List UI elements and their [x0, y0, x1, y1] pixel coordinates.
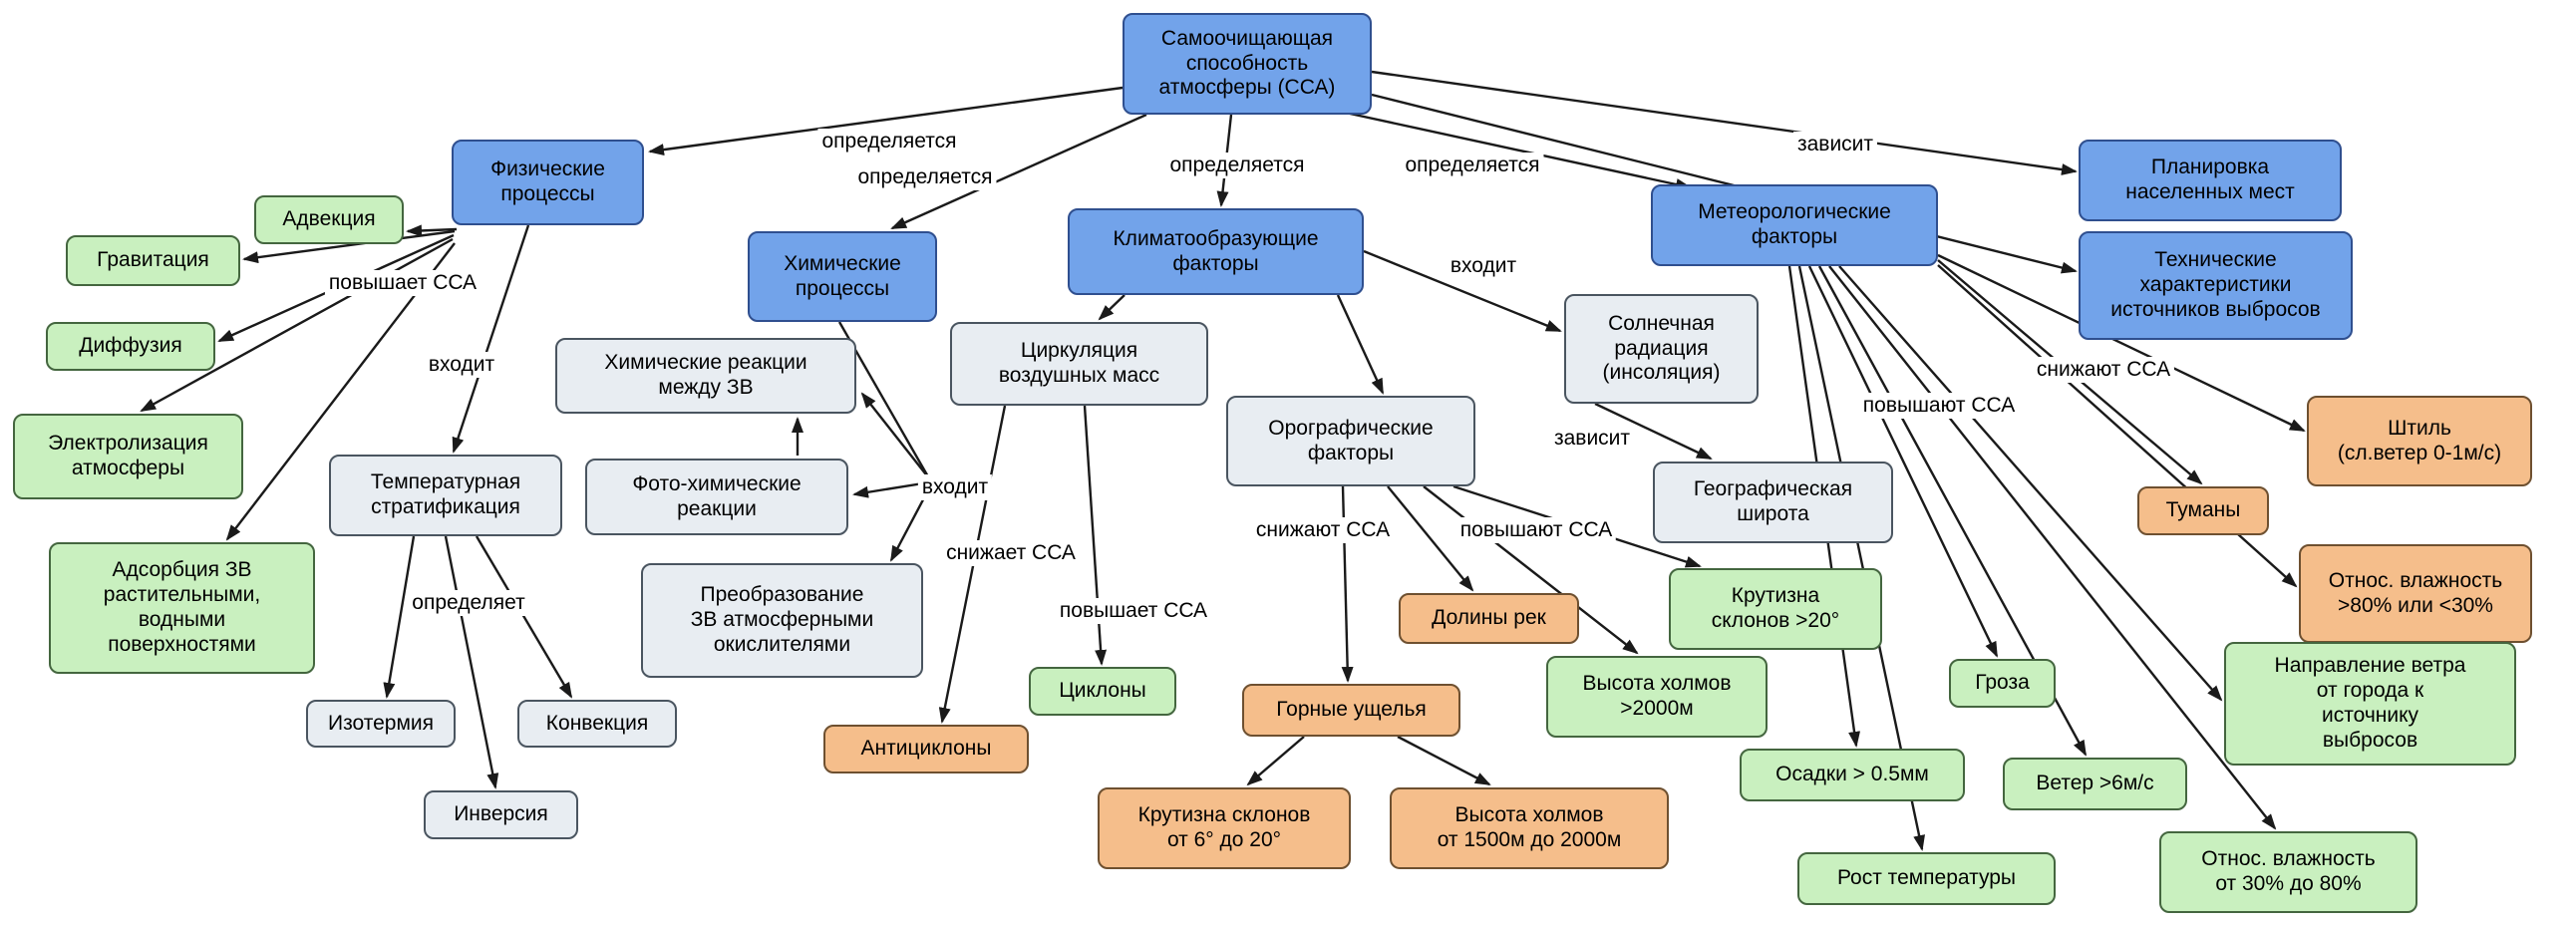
edge-label-opredelyaetsya-2: определяется	[853, 164, 997, 190]
node-temperaturnaya-stratifikaciya: Температурная стратификация	[329, 455, 562, 536]
node-ciklony: Циклоны	[1029, 667, 1176, 716]
node-elektrolizaciya: Электролизация атмосферы	[13, 414, 243, 499]
node-orograficheskie-faktory: Орографические факторы	[1226, 396, 1475, 486]
node-adsorbciya-zv: Адсорбция ЗВ растительными, водными пове…	[49, 542, 315, 674]
edge-temperaturnaya-stratifikaciya--izotermiya	[383, 535, 416, 699]
edge-orograficheskie-faktory--doliny-rek	[1387, 485, 1474, 592]
node-krutizna-sklonov-6-20: Крутизна склонов от 6° до 20°	[1098, 787, 1351, 869]
node-diffuziya: Диффузия	[46, 322, 215, 371]
edge-root--fizicheskie-processy	[648, 86, 1124, 156]
edge-meteorologicheskie-faktory--shtil	[1937, 253, 2306, 433]
node-cirkulyaciya-vozdushnyh-mass: Циркуляция воздушных масс	[950, 322, 1208, 406]
node-rost-temperatury: Рост температуры	[1797, 852, 2056, 905]
edge-gornye-ushchelya--vysota-holmov-1500-2000	[1397, 735, 1491, 786]
node-gornye-ushchelya: Горные ущелья	[1242, 684, 1460, 737]
node-vlazhnost-30-80: Относ. влажность от 30% до 80%	[2159, 831, 2417, 913]
edge-root--tehnicheskie-harakteristiki	[1371, 93, 2078, 274]
node-solnechnaya-radiaciya: Солнечная радиация (инсоляция)	[1564, 294, 1759, 404]
edge-orograficheskie-faktory--vysota-holmov-2000	[1423, 485, 1639, 655]
node-tehnicheskie-harakteristiki: Технические характеристики источников вы…	[2079, 231, 2353, 340]
node-veter: Ветер >6м/с	[2003, 758, 2187, 810]
node-vysota-holmov-2000: Высота холмов >2000м	[1546, 656, 1768, 738]
node-him-reakcii-mezhdu-zv: Химические реакции между ЗВ	[555, 338, 856, 414]
edge-temperaturnaya-stratifikaciya--konvekciya	[475, 535, 573, 699]
edge-label-snizhayut-cca-oro: снижают ССА	[1251, 517, 1395, 543]
edge-orograficheskie-faktory--gornye-ushchelya	[1341, 485, 1354, 683]
edge-klimatoobrazuyushchie-faktory--solnechnaya-radiaciya	[1363, 249, 1562, 333]
node-meteorologicheskie-faktory: Метеорологические факторы	[1651, 184, 1938, 266]
edge-meteorologicheskie-faktory--napravlenie-vetra	[1838, 265, 2223, 702]
edge-label-povyshaet-cca-mid: повышает ССА	[1055, 598, 1212, 624]
edge-label-snizhaet-cca: снижает ССА	[942, 540, 1080, 566]
node-himicheskie-processy: Химические процессы	[748, 231, 937, 322]
node-konvekciya: Конвекция	[517, 700, 677, 748]
node-vysota-holmov-1500-2000: Высота холмов от 1500м до 2000м	[1390, 787, 1669, 869]
node-anticiklony: Антициклоны	[823, 725, 1029, 773]
edge-label-vhodit-left: входит	[424, 352, 499, 378]
edge-label-povyshayut-cca-oro: повышают ССА	[1455, 517, 1617, 543]
edge-solnechnaya-radiaciya--geograficheskaya-shirota	[1594, 402, 1713, 461]
edge-cirkulyaciya-vozdushnyh-mass--ciklony	[1083, 405, 1108, 666]
edge-label-povyshayut-cca-meteo: повышают ССА	[1858, 393, 2020, 419]
node-planirovka: Планировка населенных мест	[2079, 140, 2342, 221]
node-klimatoobrazuyushchie-faktory: Климатообразующие факторы	[1068, 208, 1364, 295]
edge-label-zavisit-2: зависит	[1549, 426, 1635, 452]
edge-label-opredelyaetsya-1: определяется	[817, 129, 961, 154]
node-preobrazovanie-zv: Преобразование ЗВ атмосферными окислител…	[641, 563, 923, 678]
edge-label-zavisit-1: зависит	[1792, 132, 1878, 157]
edge-klimatoobrazuyushchie-faktory--orograficheskie-faktory	[1336, 294, 1385, 395]
edge-label-opredelyaet: определяет	[408, 590, 529, 616]
node-geograficheskaya-shirota: Географическая широта	[1653, 462, 1893, 543]
node-root: Самоочищающая способность атмосферы (ССА…	[1123, 13, 1372, 115]
edge-junction-him--him-reakcii-mezhdu-zv	[860, 392, 930, 479]
edge-fizicheskie-processy--temperaturnaya-stratifikaciya	[452, 224, 530, 454]
edge-label-snizhayut-cca-meteo: снижают ССА	[2032, 357, 2175, 383]
node-vlazhnost-80-30: Относ. влажность >80% или <30%	[2299, 544, 2532, 643]
edge-label-vhodit-chem: входит	[917, 474, 993, 500]
node-foto-him-reakcii: Фото-химические реакции	[585, 459, 848, 535]
node-advekciya: Адвекция	[254, 195, 404, 244]
node-shtil: Штиль (сл.ветер 0-1м/с)	[2307, 396, 2532, 486]
edge-label-vhodit-climate: входит	[1446, 253, 1521, 279]
node-tumany: Туманы	[2137, 486, 2269, 535]
node-gravitaciya: Гравитация	[66, 235, 240, 286]
node-doliny-rek: Долины рек	[1399, 593, 1579, 644]
node-napravlenie-vetra: Направление ветра от города к источнику …	[2224, 642, 2516, 766]
edge-root--planirovka	[1371, 70, 2078, 175]
edge-meteorologicheskie-faktory--vlazhnost-30-80	[1828, 265, 2277, 830]
edge-root--meteorologicheskie-faktory	[1340, 110, 1692, 190]
node-krutizna-sklonov-20: Крутизна склонов >20°	[1669, 568, 1882, 650]
edge-klimatoobrazuyushchie-faktory--cirkulyaciya-vozdushnyh-mass	[1098, 294, 1126, 321]
edge-junction-him--preobrazovanie-zv	[889, 487, 931, 562]
edge-root--himicheskie-processy	[890, 113, 1147, 230]
edge-meteorologicheskie-faktory--groza	[1807, 265, 1999, 658]
node-osadki: Осадки > 0.5мм	[1740, 749, 1965, 801]
edge-fizicheskie-processy--advekciya	[406, 224, 458, 237]
edge-label-opredelyaetsya-4: определяется	[1401, 153, 1544, 178]
edge-fizicheskie-processy--gravitaciya	[242, 229, 456, 264]
edge-gornye-ushchelya--krutizna-sklonov-6-20	[1246, 736, 1305, 786]
node-groza: Гроза	[1949, 659, 2056, 708]
edge-junction-him--foto-him-reakcii	[852, 480, 930, 498]
edge-label-opredelyaetsya-3: определяется	[1165, 153, 1309, 178]
node-izotermiya: Изотермия	[306, 700, 456, 748]
edge-fizicheskie-processy--elektrolizaciya	[140, 237, 454, 413]
node-inversiya: Инверсия	[424, 790, 578, 839]
edge-label-povyshaet-cca-left: повышает ССА	[324, 270, 482, 296]
node-fizicheskie-processy: Физические процессы	[452, 140, 644, 225]
edge-temperaturnaya-stratifikaciya--inversiya	[444, 535, 499, 789]
